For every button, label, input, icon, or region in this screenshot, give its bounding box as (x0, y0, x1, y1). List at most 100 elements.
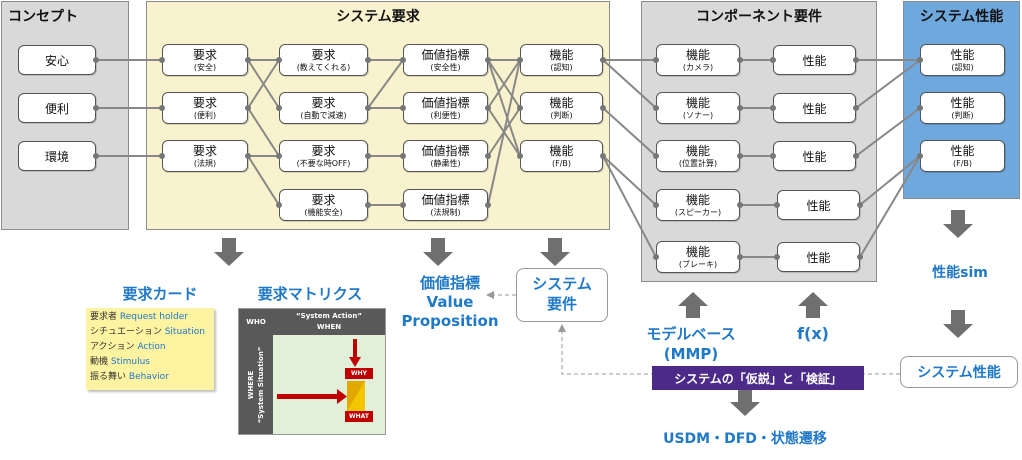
requirement-node[interactable]: 要求(安全) (162, 44, 248, 76)
component-requirements-title: コンポーネント要件 (696, 9, 822, 25)
matrix-who-cell: WHO (239, 309, 273, 335)
component-function-node[interactable]: 機能(カメラ) (656, 44, 740, 76)
component-function-node[interactable]: 機能(スピーカー) (656, 189, 740, 221)
node-main: 機能 (685, 96, 710, 110)
node-main: 要求 (192, 48, 217, 62)
down-arrow-icon (214, 238, 244, 266)
concept-node-convenience[interactable]: 便利 (18, 93, 96, 123)
value-indicator-node[interactable]: 価値指標(利便性) (403, 92, 488, 124)
card-line: 振る舞い Behavior (90, 372, 169, 382)
component-function-node[interactable]: 機能(ソナー) (656, 92, 740, 124)
connector-dot (600, 57, 606, 63)
connector-dot (245, 57, 251, 63)
performance-sim-label: 性能sim (932, 265, 988, 281)
connector-dot (365, 202, 371, 208)
node-main: 価値指標 (421, 144, 470, 158)
node-sub: (便利) (193, 111, 217, 120)
node-main: 価値指標 (421, 48, 470, 62)
node-sub: (安全) (193, 63, 217, 72)
connector-dot (917, 57, 923, 63)
card-line: 要求者 Request holder (90, 312, 188, 322)
up-arrow-icon (798, 292, 828, 318)
system-requirements-title: システム要求 (336, 9, 420, 25)
node-main: 要求 (192, 96, 217, 110)
component-performance-node[interactable]: 性能 (777, 190, 860, 220)
component-performance-node[interactable]: 性能 (773, 45, 856, 75)
connector-dot (774, 202, 780, 208)
system-performance-node[interactable]: 性能(判断) (920, 92, 1005, 124)
connector-dot (159, 105, 165, 111)
component-function-node[interactable]: 機能(ブレーキ) (656, 241, 740, 273)
node-main: 要求 (311, 144, 336, 158)
connector-dot (485, 202, 491, 208)
requirement-matrix[interactable]: WHO “System Action”WHEN WHERE“System Sit… (238, 308, 386, 435)
connector-dot (159, 57, 165, 63)
component-performance-node[interactable]: 性能 (777, 242, 860, 272)
connector-dot (276, 105, 282, 111)
system-performance-node[interactable]: 性能(F/B) (920, 140, 1005, 172)
connector-dot (485, 57, 491, 63)
node-main: 機能 (685, 245, 710, 259)
connector-dot (653, 254, 659, 260)
node-main: 性能 (950, 96, 975, 110)
connector-dot (400, 105, 406, 111)
node-sub: (機能安全) (304, 208, 343, 217)
requirement-matrix-title: 要求マトリクス (257, 285, 363, 303)
node-sub: (ブレーキ) (678, 260, 718, 269)
connector-dot (853, 153, 859, 159)
node-main: 性能 (950, 48, 975, 62)
connector-dot (276, 153, 282, 159)
requirement-node[interactable]: 要求(法規) (162, 140, 248, 172)
connector-dot (737, 254, 743, 260)
component-performance-node[interactable]: 性能 (773, 93, 856, 123)
requirement-node[interactable]: 要求(便利) (162, 92, 248, 124)
connector-dot (400, 57, 406, 63)
system-requirement-box[interactable]: システム 要件 (516, 268, 608, 322)
node-sub: (F/B) (952, 159, 973, 168)
connector-dot (93, 105, 99, 111)
matrix-arrows (277, 339, 365, 411)
requirement-card[interactable]: 要求者 Request holder シチュエーション Situation アク… (86, 308, 214, 390)
connector-dot (653, 57, 659, 63)
concept-node-safety[interactable]: 安心 (18, 45, 96, 75)
connector-dot (917, 105, 923, 111)
connector-dot (93, 57, 99, 63)
node-main: 要求 (192, 144, 217, 158)
down-arrow-icon (540, 238, 570, 266)
connector-dot (400, 153, 406, 159)
concept-node-environment[interactable]: 環境 (18, 141, 96, 171)
node-main: 要求 (311, 193, 336, 207)
value-indicator-node[interactable]: 価値指標(安全性) (403, 44, 488, 76)
concept-panel-title: コンセプト (8, 9, 78, 25)
node-sub: (教えてくれる) (296, 63, 351, 72)
requirement-node[interactable]: 要求(教えてくれる) (279, 44, 368, 76)
connector-dot (485, 105, 491, 111)
connector-dot (245, 105, 251, 111)
node-sub: (認知) (951, 63, 974, 72)
fx-label: f(x) (797, 324, 829, 343)
system-performance-box[interactable]: システム性能 (900, 356, 1018, 388)
node-main: 機能 (549, 96, 574, 110)
node-main: 機能 (685, 48, 710, 62)
system-function-node[interactable]: 機能(認知) (520, 44, 603, 76)
connector-dot (653, 202, 659, 208)
node-sub: (利便性) (430, 111, 461, 120)
system-function-node[interactable]: 機能(F/B) (520, 140, 603, 172)
matrix-when-header: “System Action”WHEN (273, 309, 385, 335)
node-main: 価値指標 (421, 96, 470, 110)
system-function-node[interactable]: 機能(判断) (520, 92, 603, 124)
system-performance-node[interactable]: 性能(認知) (920, 44, 1005, 76)
up-arrow-icon (678, 292, 708, 318)
component-performance-node[interactable]: 性能 (773, 141, 856, 171)
requirement-node[interactable]: 要求(不要な時OFF) (279, 140, 368, 172)
requirement-card-title: 要求カード (122, 285, 198, 303)
connector-dot (365, 105, 371, 111)
node-main: 性能 (806, 198, 831, 213)
connector-dot (276, 57, 282, 63)
node-main: 機能 (685, 144, 710, 158)
requirement-node[interactable]: 要求(自動で減速) (279, 92, 368, 124)
down-arrow-icon (943, 310, 973, 338)
connector-dot (737, 153, 743, 159)
connector-dot (400, 202, 406, 208)
